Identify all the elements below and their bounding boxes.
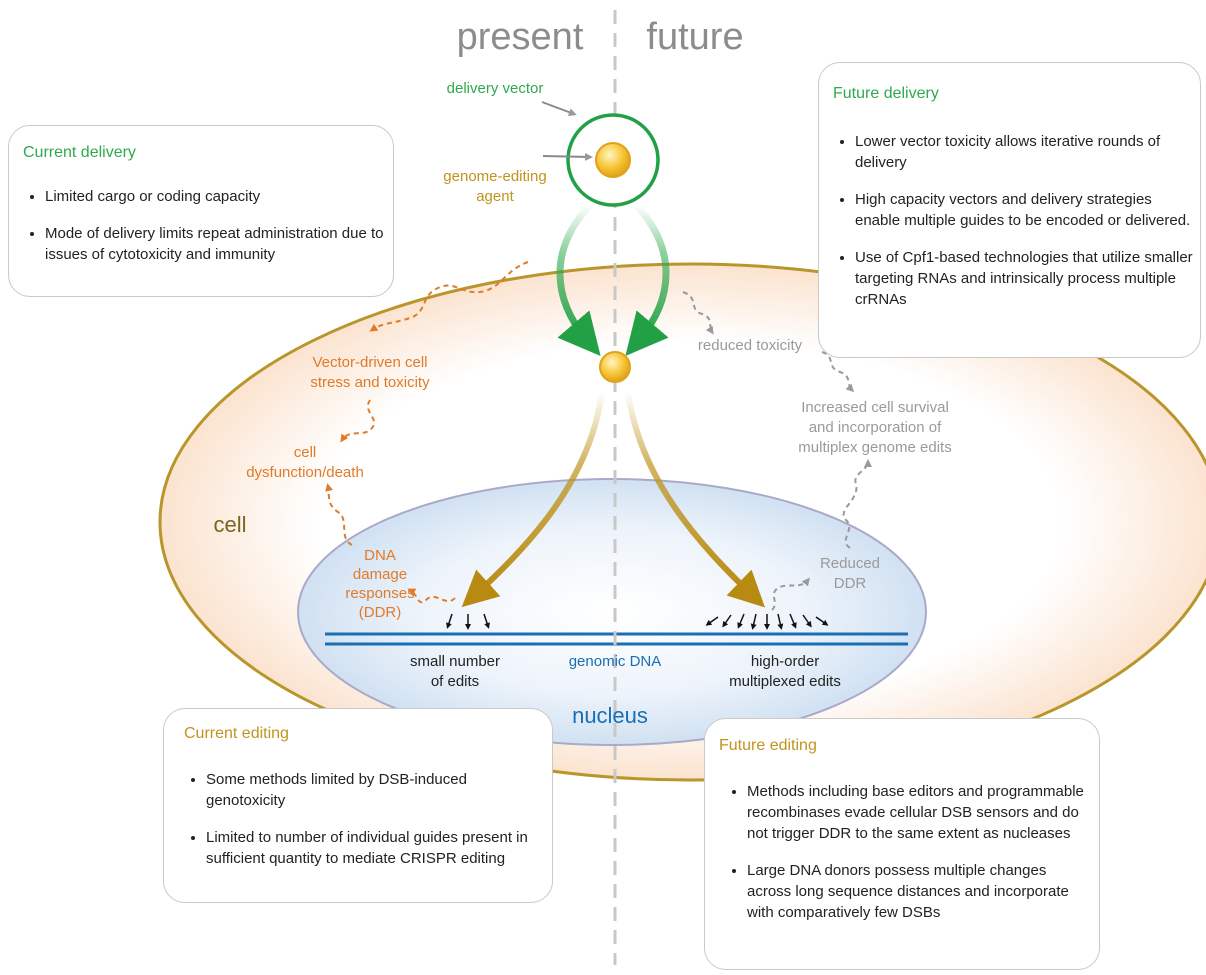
future-editing-box: Future editing Methods including base ed… [704,718,1100,970]
cell-dysfunction-line1: cell [293,444,317,461]
future-delivery-title: Future delivery [833,85,939,102]
reduced-ddr-line1: Reduced [819,555,881,572]
small-edits-label: small number of edits [385,652,525,692]
vector-stress-label: Vector-driven cell stress and toxicity [290,353,450,393]
survival-label: Increased cell survival and incorporatio… [775,398,975,458]
survival-line2: and incorporation of [808,419,942,436]
current-editing-box: Current editing Some methods limited by … [163,708,553,903]
current-delivery-box: Current delivery Limited cargo or coding… [8,125,394,297]
green-arrow-right [625,202,670,357]
genome-editing-agent-sphere [595,142,631,178]
genome-editing-agent-label: genome-editing agent [420,167,570,207]
future-editing-title: Future editing [719,737,817,754]
cell-dysfunction-label: cell dysfunction/death [230,443,380,483]
high-order-label: high-order multiplexed edits [700,652,870,692]
future-editing-item: Large DNA donors possess multiple change… [747,860,1087,923]
small-edits-line1: small number [409,653,501,670]
genome-editing-agent-line2: agent [476,188,514,205]
future-delivery-box: Future delivery Lower vector toxicity al… [818,62,1201,358]
ddr-line4: (DDR) [358,604,402,621]
reduced-ddr-label: Reduced DDR [805,554,895,594]
vector-stress-line2: stress and toxicity [310,374,430,391]
high-order-line2: multiplexed edits [729,673,841,690]
current-editing-item: Limited to number of individual guides p… [206,827,546,869]
cell-dysfunction-line2: dysfunction/death [246,464,364,481]
vector-stress-line1: Vector-driven cell [312,354,428,371]
future-delivery-list: Lower vector toxicity allows iterative r… [833,131,1195,326]
survival-line3: multiplex genome edits [798,439,952,456]
present-heading: present [456,16,584,58]
ddr-label: DNA damage responses (DDR) [335,546,425,622]
agent-pointer [542,152,593,161]
future-editing-item: Methods including base editors and progr… [747,781,1087,844]
gray-squiggle-ddr-to-survival [842,459,872,549]
delivery-vector-label: delivery vector [446,80,544,97]
orange-squiggle-edits-to-ddr [407,588,456,604]
reduced-ddr-line2: DDR [833,575,867,592]
delivery-vector-pointer [541,101,577,116]
reduced-toxicity-label: reduced toxicity [697,337,803,354]
orange-squiggle-stress-to-dysfunction [340,399,375,443]
orange-squiggle-ddr-to-dysfunction [325,483,353,546]
ddr-line2: damage [352,566,408,583]
multiplexed-edit-arrows [705,613,829,630]
gray-squiggle-edits-to-reduced-ddr [771,577,810,611]
future-editing-list: Methods including base editors and progr… [725,781,1087,939]
small-edit-arrows [446,613,490,630]
gold-arrow-left [461,391,605,608]
current-editing-item: Some methods limited by DSB-induced geno… [206,769,546,811]
green-arrow-left [556,202,601,357]
high-order-line1: high-order [750,653,820,670]
gold-arrow-right [625,391,765,608]
current-delivery-item: Limited cargo or coding capacity [45,186,385,207]
future-delivery-item: Use of Cpf1-based technologies that util… [855,247,1195,310]
nucleus-label: nucleus [572,703,648,728]
agent-in-cell-sphere [599,351,631,383]
gray-squiggle-reduced-toxicity [682,291,714,335]
current-delivery-item: Mode of delivery limits repeat administr… [45,223,385,265]
survival-line1: Increased cell survival [801,399,949,416]
future-delivery-item: High capacity vectors and delivery strat… [855,189,1195,231]
current-delivery-list: Limited cargo or coding capacity Mode of… [23,186,385,281]
orange-squiggle-delivery-to-stress [369,261,529,332]
future-delivery-item: Lower vector toxicity allows iterative r… [855,131,1195,173]
ddr-line3: responses [345,585,415,602]
cell-label: cell [213,512,247,537]
genomic-dna-label: genomic DNA [568,653,662,670]
future-heading: future [646,16,744,58]
current-editing-title: Current editing [184,725,289,742]
current-delivery-title: Current delivery [23,144,136,161]
ddr-line1: DNA [364,547,396,564]
small-edits-line2: of edits [430,673,480,690]
genome-editing-agent-line1: genome-editing [443,168,547,185]
current-editing-list: Some methods limited by DSB-induced geno… [184,769,546,885]
gray-squiggle-toxicity-to-survival [821,351,855,393]
nucleus-envelope [297,478,927,746]
